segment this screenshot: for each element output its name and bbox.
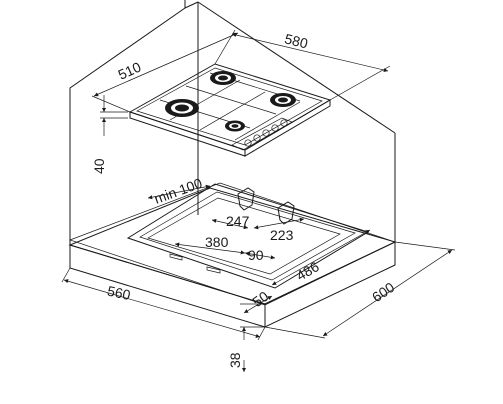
hob-edge-right (244, 99, 331, 157)
knob-3 (262, 129, 270, 137)
label-worktop-thickness: 38 (227, 352, 243, 368)
knob-5 (280, 119, 288, 127)
knob-2 (253, 134, 261, 142)
bracket-left (237, 187, 255, 211)
label-cut-depth-b: 90 (248, 247, 264, 263)
dimensions (61, 29, 456, 372)
cutout-inner (139, 191, 356, 281)
clip-left (169, 253, 183, 261)
clip-right (206, 266, 221, 274)
label-hob-height: 40 (91, 158, 107, 174)
label-worktop-depth: 600 (369, 279, 397, 305)
hob-edge (129, 111, 246, 157)
label-front-margin: 50 (249, 288, 271, 310)
knob-4 (271, 124, 279, 132)
label-cut-depth-a: 380 (205, 234, 229, 250)
hob (128, 63, 332, 157)
label-cut-gap-a: 247 (226, 213, 250, 229)
worktop-front-face (69, 244, 266, 328)
control-panel (231, 117, 293, 151)
label-hob-width: 580 (283, 30, 310, 51)
knob-1 (244, 139, 252, 147)
label-cutout-width: 560 (106, 282, 132, 303)
label-cut-gap-b: 223 (270, 227, 294, 243)
worktop (68, 182, 397, 328)
label-min-clearance: min 100 (152, 175, 204, 207)
label-hob-depth: 510 (116, 59, 144, 83)
